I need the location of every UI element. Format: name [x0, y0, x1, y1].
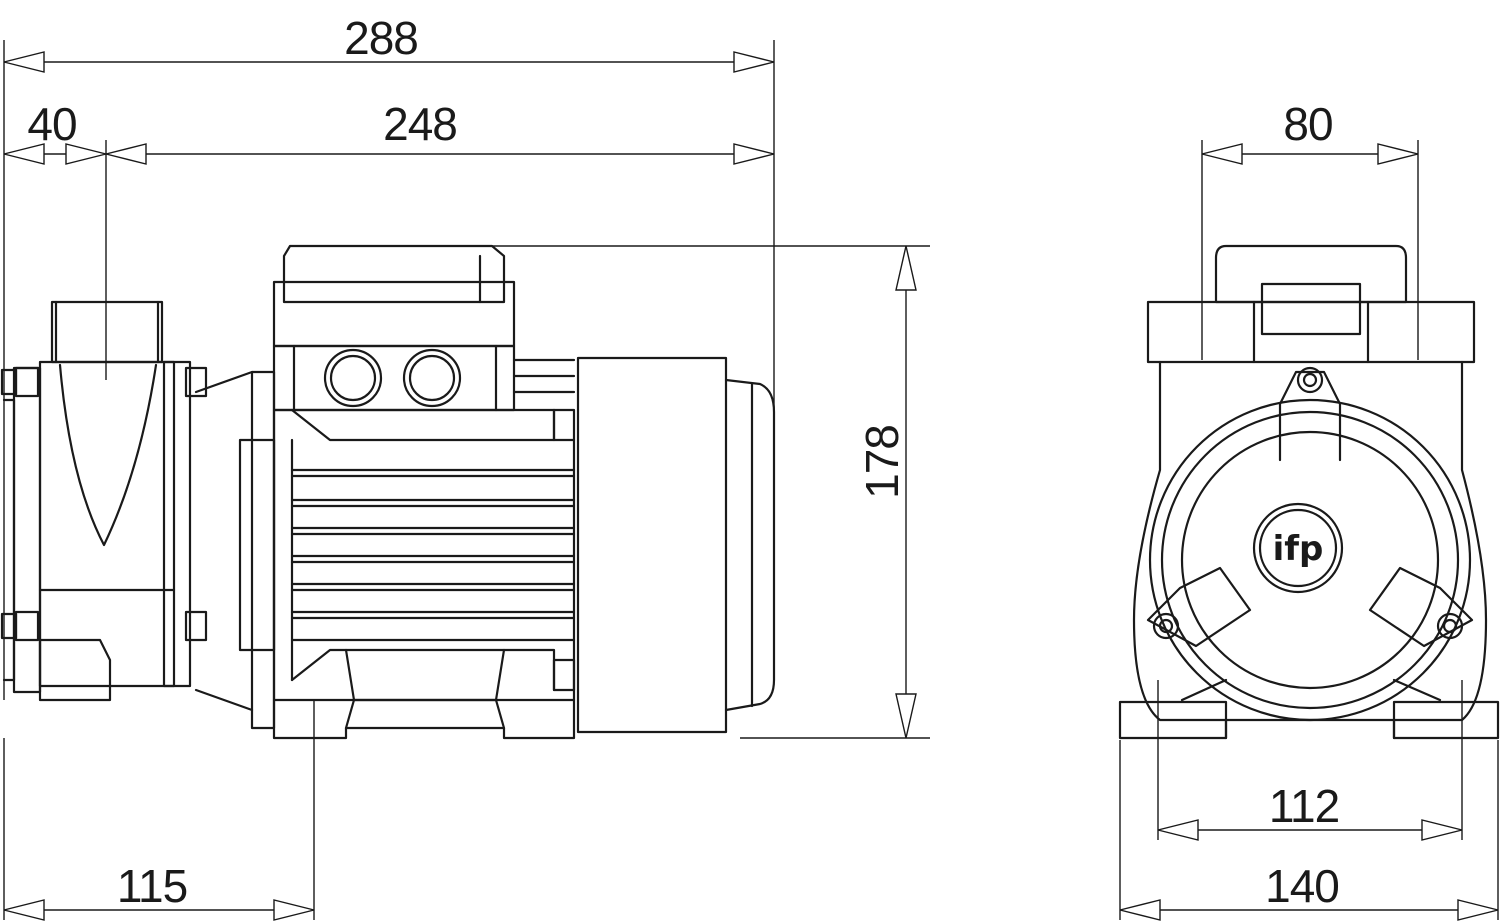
terminal-box: [272, 244, 576, 412]
dim-base-width: 140: [1265, 860, 1339, 912]
dim-foot-spacing: 112: [1269, 780, 1339, 832]
cooling-fins: [290, 468, 576, 642]
pump-housing: [0, 300, 208, 702]
dimension-labels: 288 40 248 178 115 80 112 140: [27, 12, 1340, 912]
dim-overall-length: 288: [344, 12, 418, 64]
dim-foot-position: 115: [117, 860, 187, 912]
dim-inlet-offset: 40: [27, 98, 76, 150]
dim-height: 178: [856, 425, 908, 499]
dimension-lines: [3, 40, 1499, 921]
svg-text:ifp: ifp: [1273, 529, 1324, 569]
fan-cover: [576, 356, 776, 734]
dim-outlet-width: 80: [1283, 98, 1332, 150]
pump-front-view: ifp: [1118, 244, 1500, 740]
pump-side-view: [0, 244, 776, 740]
motor-flange: [194, 370, 276, 730]
ifp-logo: ifp: [1252, 502, 1344, 594]
motor-body: [272, 408, 576, 740]
dim-motor-length: 248: [383, 98, 457, 150]
